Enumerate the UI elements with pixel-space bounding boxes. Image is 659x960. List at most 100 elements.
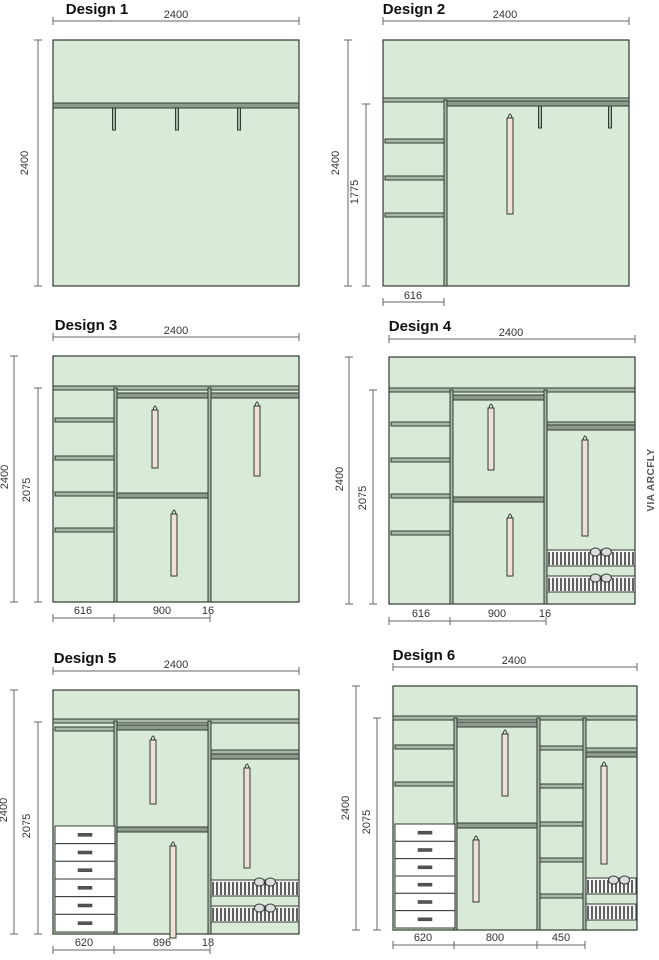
shelf (390, 530, 451, 536)
shoe-rack (210, 877, 300, 897)
hanging-rod (585, 751, 638, 758)
shelf (54, 726, 115, 732)
height-label: 2400 (19, 151, 31, 175)
drawer-handle (77, 903, 93, 908)
wardrobe-body (382, 39, 630, 287)
hanger-hook (244, 763, 250, 769)
hanger-hook (152, 405, 158, 411)
shelf (394, 781, 455, 787)
shoe (253, 903, 265, 913)
garment-bag (581, 439, 589, 537)
drawer-handle (417, 900, 433, 904)
bottom-label: 800 (486, 932, 504, 944)
shelf (539, 783, 584, 789)
drawer-handle (417, 830, 433, 835)
drawer-handle (417, 882, 433, 887)
design-title: Design 4 (389, 318, 452, 335)
inner-height-label: 2075 (357, 486, 369, 510)
shelf (54, 455, 115, 461)
shoe (589, 547, 601, 557)
hanging-rod (116, 724, 209, 731)
hanging-garment (151, 405, 159, 469)
shelf (384, 175, 445, 181)
height-label: 2400 (0, 798, 10, 822)
bottom-label: 616 (412, 608, 430, 620)
hanging-garment (169, 841, 177, 939)
hanger-hook (170, 841, 176, 847)
rod-bracket (538, 105, 542, 129)
shelf (585, 747, 638, 753)
hanger-hook (488, 403, 494, 409)
bottom-label: 896 (153, 937, 171, 949)
drawer-handle (417, 848, 433, 852)
inner-height-label: 2075 (361, 810, 373, 834)
width-label: 2400 (499, 327, 523, 339)
hanger-hook (601, 761, 607, 767)
width-label: 2400 (164, 325, 188, 337)
width-label: 2400 (493, 9, 517, 21)
garment-bag (151, 409, 159, 469)
hanging-garment (170, 509, 178, 577)
shoe (600, 573, 612, 583)
shelf (539, 821, 584, 827)
shelf (384, 138, 445, 144)
inner-height-label: 1775 (349, 180, 361, 204)
hanging-rod (52, 102, 300, 109)
shelf (392, 715, 638, 721)
hanging-rod (116, 492, 209, 499)
shelf (390, 421, 451, 427)
shoe (589, 573, 601, 583)
drawer-handle (417, 917, 433, 922)
bottom-label: 16 (202, 605, 214, 617)
bottom-label: 900 (488, 608, 506, 620)
hanging-rod (210, 392, 300, 399)
shelf (210, 749, 300, 755)
design-title: Design 5 (54, 650, 117, 667)
shelf (52, 385, 300, 391)
hanging-garment (149, 735, 157, 805)
bottom-label: 620 (414, 932, 432, 944)
width-label: 2400 (164, 9, 188, 21)
hanger-hook (507, 113, 513, 119)
shoe (600, 547, 612, 557)
bottom-label: 450 (552, 932, 570, 944)
garment-bag (487, 407, 495, 471)
hanger-hook (171, 509, 177, 515)
shelf (539, 857, 584, 863)
bottom-label: 616 (74, 605, 92, 617)
drawer-stack (394, 823, 456, 929)
drawer-handle (77, 850, 93, 855)
garment-bag (253, 405, 261, 477)
vertical-divider (443, 99, 448, 287)
shelf (54, 527, 115, 533)
shoe-rack (546, 573, 636, 593)
garment-bag (243, 767, 251, 869)
bottom-label: 16 (539, 608, 551, 620)
hanging-garment (581, 435, 589, 537)
garment-bag (472, 839, 480, 903)
hanging-rod (116, 392, 209, 399)
shelf (539, 745, 584, 751)
shoe (264, 903, 276, 913)
inner-height-label: 2075 (21, 814, 33, 838)
garment-bag (501, 733, 509, 797)
design-3: Design 3 2400 2400 2075 616 900 16 (0, 317, 300, 622)
rod-bracket (608, 105, 612, 129)
design-title: Design 6 (393, 647, 456, 664)
shelf (52, 718, 300, 724)
hanging-garment (506, 113, 514, 215)
garment-bag (149, 739, 157, 805)
design-title: Design 3 (55, 317, 118, 334)
shoe-rack (585, 875, 637, 895)
hanger-hook (507, 513, 513, 519)
hanging-garment (501, 729, 509, 797)
bottom-label: 900 (153, 605, 171, 617)
drawer-stack (54, 825, 116, 933)
height-label: 2400 (0, 465, 11, 489)
inner-height-label: 2075 (21, 478, 33, 502)
hanging-rod (452, 394, 545, 401)
shelf (54, 491, 115, 497)
